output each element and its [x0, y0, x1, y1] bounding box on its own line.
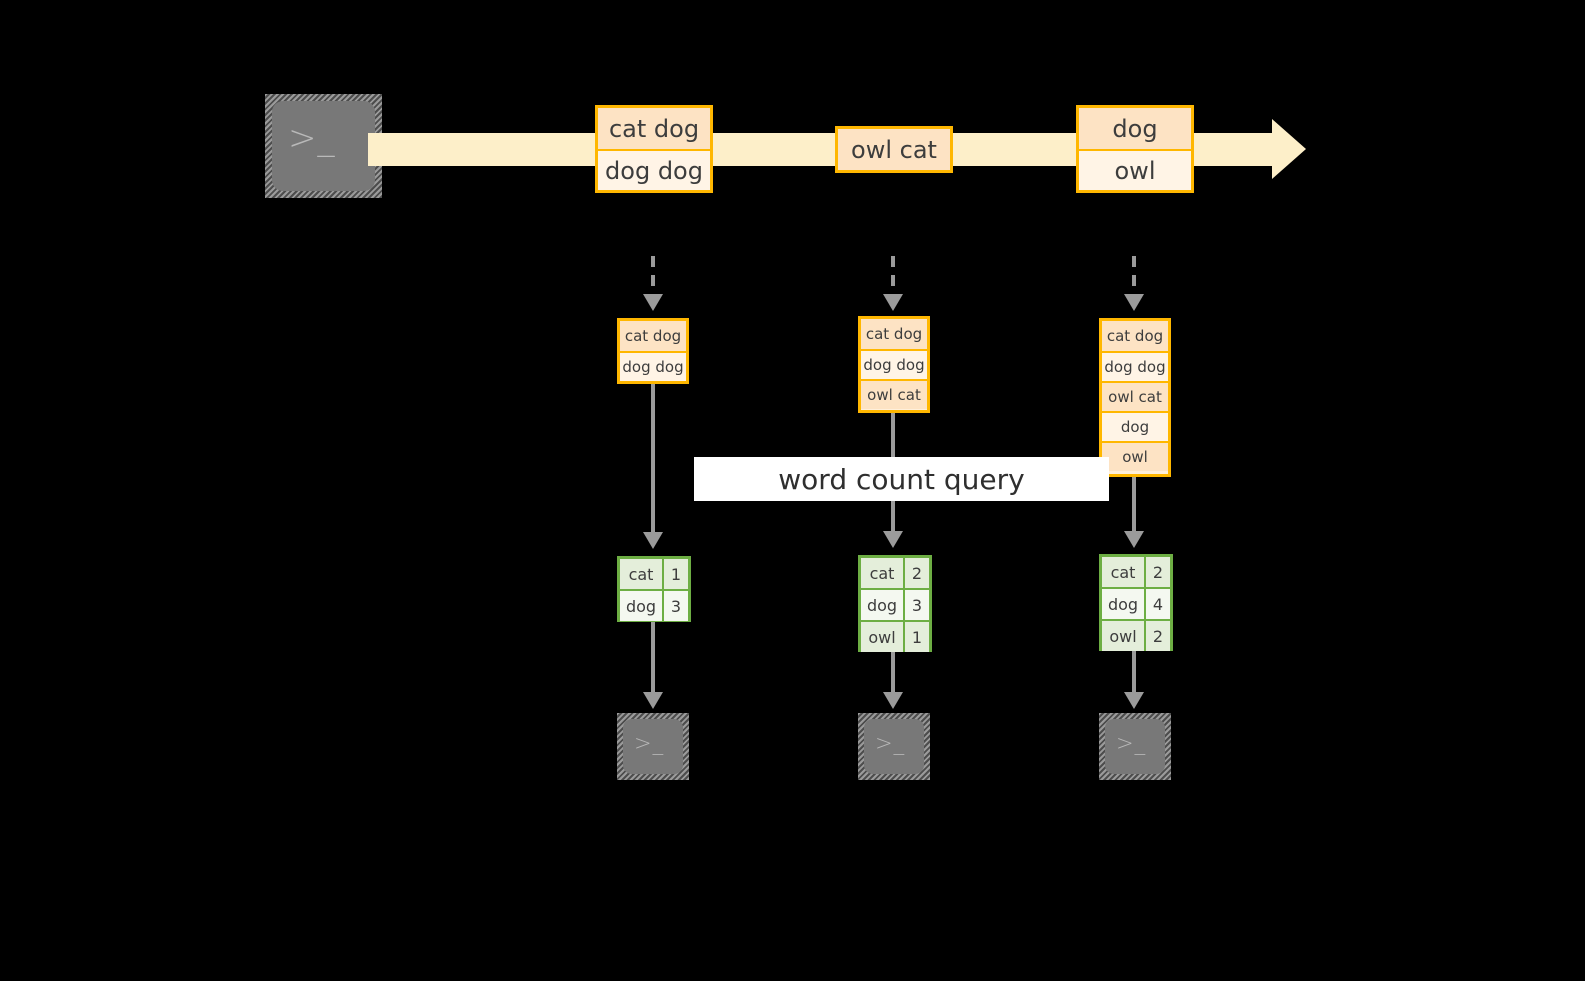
sink-terminal-icon: >_: [617, 713, 689, 780]
event-line: cat dog: [598, 108, 710, 149]
arrow-head-icon: [1124, 294, 1144, 311]
event-line: owl cat: [838, 129, 950, 170]
word-cell: cat: [861, 558, 905, 588]
source-terminal-icon: >_: [265, 94, 382, 198]
event-line: cat dog: [1102, 321, 1168, 351]
count-cell: 1: [905, 622, 929, 652]
snapshot-event-stack: cat dog dog dog owl cat: [858, 316, 930, 413]
result-table: cat 1 dog 3: [617, 556, 691, 622]
count-cell: 3: [905, 590, 929, 620]
count-cell: 3: [664, 591, 688, 621]
event-line: dog dog: [620, 351, 686, 381]
terminal-prompt-glyph: >_: [288, 118, 336, 158]
count-cell: 2: [1146, 557, 1170, 587]
arrow-head-icon: [643, 294, 663, 311]
event-line: cat dog: [861, 319, 927, 349]
event-line: owl cat: [861, 379, 927, 409]
terminal-prompt-glyph: >_: [634, 731, 665, 755]
event-line: owl cat: [1102, 381, 1168, 411]
stream-tap-dashed-line: [1132, 256, 1136, 296]
arrow-head-icon: [883, 294, 903, 311]
table-row: owl 2: [1102, 619, 1170, 651]
query-connector-line: [651, 384, 655, 534]
event-line: owl: [1079, 149, 1191, 190]
result-table: cat 2 dog 3 owl 1: [858, 555, 932, 652]
word-cell: owl: [861, 622, 905, 652]
result-table: cat 2 dog 4 owl 2: [1099, 554, 1173, 651]
table-row: owl 1: [861, 620, 929, 652]
table-row: cat 1: [620, 559, 688, 589]
event-line: owl: [1102, 441, 1168, 471]
table-row: dog 4: [1102, 587, 1170, 619]
table-row: cat 2: [861, 558, 929, 588]
terminal-body: >_: [272, 101, 375, 191]
sink-connector-line: [891, 652, 895, 694]
sink-terminal-icon: >_: [1099, 713, 1171, 780]
count-cell: 4: [1146, 589, 1170, 619]
terminal-body: >_: [1105, 719, 1165, 774]
word-cell: dog: [861, 590, 905, 620]
table-row: dog 3: [861, 588, 929, 620]
count-cell: 2: [1146, 621, 1170, 651]
sink-connector-line: [651, 622, 655, 694]
sink-terminal-icon: >_: [858, 713, 930, 780]
terminal-body: >_: [623, 719, 683, 774]
word-cell: dog: [620, 591, 664, 621]
terminal-prompt-glyph: >_: [1116, 731, 1147, 755]
sink-connector-line: [1132, 651, 1136, 694]
snapshot-event-stack: cat dog dog dog: [617, 318, 689, 384]
query-label: word count query: [694, 457, 1109, 501]
stream-event-box: dog owl: [1076, 105, 1194, 193]
event-line: dog: [1079, 108, 1191, 149]
arrow-head-icon: [1124, 692, 1144, 709]
event-line: cat dog: [620, 321, 686, 351]
arrow-head-icon: [883, 692, 903, 709]
terminal-body: >_: [864, 719, 924, 774]
count-cell: 1: [664, 559, 688, 589]
event-line: dog dog: [861, 349, 927, 379]
event-line: dog dog: [1102, 351, 1168, 381]
count-cell: 2: [905, 558, 929, 588]
stream-event-box: cat dog dog dog: [595, 105, 713, 193]
event-line: dog dog: [598, 149, 710, 190]
word-cell: cat: [620, 559, 664, 589]
stream-tap-dashed-line: [651, 256, 655, 296]
table-row: cat 2: [1102, 557, 1170, 587]
stream-arrow-head-icon: [1272, 119, 1306, 179]
event-line: dog: [1102, 411, 1168, 441]
table-row: dog 3: [620, 589, 688, 621]
stream-tap-dashed-line: [891, 256, 895, 296]
word-cell: dog: [1102, 589, 1146, 619]
query-connector-line: [1132, 477, 1136, 533]
arrow-head-icon: [883, 531, 903, 548]
stream-event-box: owl cat: [835, 126, 953, 173]
terminal-prompt-glyph: >_: [875, 731, 906, 755]
word-cell: owl: [1102, 621, 1146, 651]
word-cell: cat: [1102, 557, 1146, 587]
snapshot-event-stack: cat dog dog dog owl cat dog owl: [1099, 318, 1171, 477]
arrow-head-icon: [643, 692, 663, 709]
arrow-head-icon: [1124, 531, 1144, 548]
arrow-head-icon: [643, 532, 663, 549]
